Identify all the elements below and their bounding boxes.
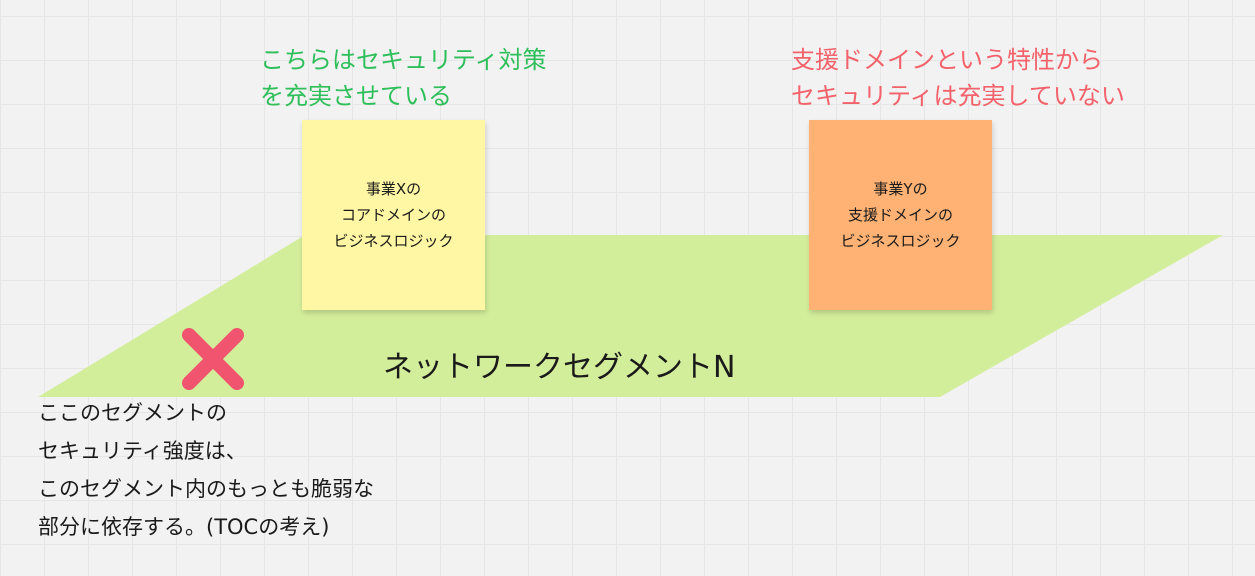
sticky-y-line: 事業Yの [873, 180, 928, 198]
note-line: このセグメント内のもっとも脆弱な [38, 477, 374, 501]
network-segment-label: ネットワークセグメントN [383, 350, 736, 385]
sticky-note-support-domain-y[interactable]: 事業Yの 支援ドメインの ビジネスロジック [809, 120, 992, 310]
sticky-y-line: ビジネスロジック [840, 232, 961, 250]
sticky-x-line: コアドメインの [340, 206, 446, 224]
note-line: 部分に依存する。(TOCの考え) [38, 515, 330, 539]
cross-mark-icon[interactable] [178, 324, 248, 394]
note-line: ここのセグメントの [38, 401, 227, 425]
weakest-link-note[interactable]: ここのセグメントの セキュリティ強度は、 このセグメント内のもっとも脆弱な 部分… [38, 394, 374, 546]
note-line: セキュリティ強度は、 [38, 439, 247, 463]
sticky-x-line: ビジネスロジック [333, 232, 454, 250]
security-caption-x[interactable]: こちらはセキュリティ対策 を充実させている [260, 42, 547, 114]
sticky-x-line: 事業Xの [365, 180, 422, 198]
caption-y-line: 支援ドメインという特性から [791, 46, 1103, 74]
sticky-note-core-domain-x[interactable]: 事業Xの コアドメインの ビジネスロジック [302, 120, 485, 310]
sticky-y-line: 支援ドメインの [847, 206, 953, 224]
security-caption-y[interactable]: 支援ドメインという特性から セキュリティは充実していない [791, 42, 1125, 114]
caption-y-line: セキュリティは充実していない [791, 82, 1125, 110]
caption-x-line: を充実させている [260, 82, 452, 110]
caption-x-line: こちらはセキュリティ対策 [260, 46, 547, 74]
